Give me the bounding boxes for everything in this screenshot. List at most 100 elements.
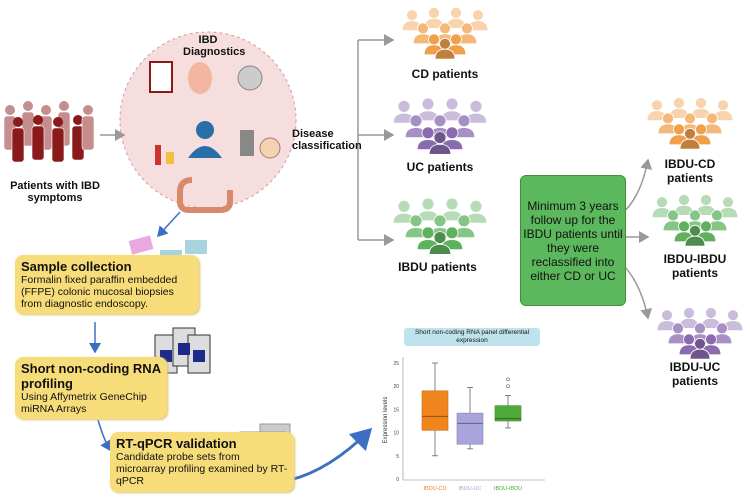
person: [417, 22, 429, 35]
person: [409, 114, 423, 128]
outlier-point: [506, 377, 510, 382]
person-body: [11, 127, 25, 163]
person: [53, 117, 63, 127]
person: [705, 307, 717, 319]
diagnostics-icons: [149, 61, 281, 213]
person: [678, 194, 690, 206]
person-body: [684, 235, 706, 247]
person: [439, 22, 451, 35]
box-ibdu-cd: [421, 390, 449, 431]
person: [397, 199, 411, 213]
person: [695, 97, 707, 109]
person: [716, 322, 728, 335]
outlier-point: [506, 384, 510, 389]
cd-people-icon: [401, 7, 489, 60]
y-axis-label: Expression levels: [383, 397, 389, 444]
person: [469, 100, 483, 113]
ibdu-cd-people-icon: [646, 97, 734, 150]
person: [409, 214, 423, 228]
ibdu-people-icon: [392, 197, 488, 255]
y-tick-label: 25: [393, 361, 399, 367]
person: [445, 97, 459, 111]
person-body: [428, 243, 452, 255]
person: [421, 226, 435, 240]
step-title: Sample collection: [21, 259, 132, 274]
step-text: Using Affymetrix GeneChip miRNA Arrays: [21, 391, 147, 415]
person: [672, 322, 684, 335]
step-text: Candidate probe sets from microarray pro…: [116, 451, 288, 487]
person: [33, 115, 43, 125]
person: [433, 214, 447, 228]
person: [433, 114, 447, 128]
person: [59, 101, 69, 111]
person: [461, 22, 473, 35]
person: [5, 105, 15, 115]
person: [694, 337, 706, 350]
person: [13, 117, 23, 127]
person: [421, 97, 435, 111]
person-body: [689, 348, 711, 360]
person: [445, 126, 459, 140]
person: [662, 112, 674, 125]
person: [450, 33, 462, 46]
person: [727, 309, 739, 322]
patients-label: Patients with IBD symptoms: [10, 180, 100, 204]
person: [700, 220, 712, 233]
person: [450, 7, 462, 19]
classification-label: Disease classification: [292, 128, 362, 152]
box-ibdu-uc: [456, 412, 484, 445]
person: [683, 333, 695, 346]
step-title: Short non-coding RNA profiling: [21, 361, 161, 391]
box-ibdu-ibdu: [494, 405, 522, 422]
person: [711, 209, 723, 222]
person: [651, 99, 663, 112]
person-body: [81, 115, 95, 151]
person: [656, 196, 668, 209]
person: [41, 105, 51, 115]
diagnostics-circle: [119, 31, 297, 209]
person: [439, 37, 451, 50]
person-body: [51, 127, 65, 163]
person: [673, 123, 685, 136]
y-tick-label: 5: [396, 454, 399, 460]
ibdu-ibdu-people-icon: [651, 194, 739, 247]
person: [695, 123, 707, 136]
ibdu-uc-people-icon: [656, 307, 744, 360]
person: [689, 209, 701, 222]
x-tick-label: IBDU-UC: [459, 486, 482, 492]
person: [667, 209, 679, 222]
person: [457, 114, 471, 128]
person: [722, 196, 734, 209]
person: [717, 99, 729, 112]
step-text: Formalin fixed paraffin embedded (FFPE) …: [21, 274, 178, 310]
person: [421, 197, 435, 211]
x-tick-label: IBDU-CD: [424, 486, 447, 492]
person: [445, 226, 459, 240]
person: [428, 7, 440, 19]
person: [433, 231, 447, 245]
person: [694, 322, 706, 335]
person: [678, 220, 690, 233]
y-tick-label: 20: [393, 384, 399, 390]
person: [683, 307, 695, 319]
person: [706, 112, 718, 125]
ibdu-label: IBDU patients: [398, 260, 477, 274]
patients-people-icon: [3, 101, 95, 163]
ibdu-ibdu-label: IBDU-IBDU patients: [663, 252, 727, 280]
person: [428, 33, 440, 46]
person: [445, 197, 459, 211]
person: [457, 214, 471, 228]
ibdu-uc-label: IBDU-UC patients: [669, 360, 721, 388]
person: [23, 101, 33, 111]
person: [684, 112, 696, 125]
person-body: [428, 143, 452, 155]
step-title: RT-qPCR validation: [116, 436, 237, 451]
person-body: [31, 125, 45, 161]
uc-people-icon: [392, 97, 488, 155]
cd-label: CD patients: [411, 67, 479, 81]
y-tick-label: 10: [393, 431, 399, 437]
